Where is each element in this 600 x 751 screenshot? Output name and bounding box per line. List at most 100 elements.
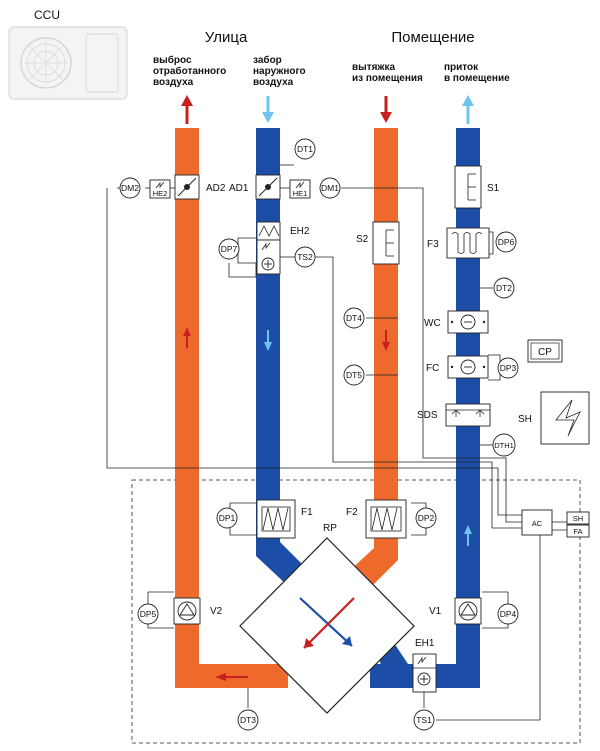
heater-HE2: HE2 [149, 179, 171, 199]
svg-text:CP: CP [538, 347, 552, 358]
sensor-DT4: DT4 [343, 307, 365, 329]
caption-extract: вытяжка из помещения [352, 62, 423, 84]
label-WC: WC [424, 318, 441, 329]
svg-text:DP1: DP1 [219, 513, 236, 523]
svg-text:DP5: DP5 [140, 609, 157, 619]
svg-text:DP7: DP7 [221, 244, 238, 254]
svg-text:TS2: TS2 [297, 252, 313, 262]
heater-HE1: HE1 [289, 179, 311, 199]
arrow-fresh-duct-down [264, 330, 272, 351]
arrow-exhaust-up [181, 95, 193, 124]
heat-recuperator [239, 537, 415, 714]
svg-text:DP2: DP2 [418, 513, 435, 523]
water-coil-WC [447, 310, 489, 334]
sensor-DP6: DP6 [495, 231, 517, 253]
svg-text:DT5: DT5 [346, 370, 362, 380]
caption-supply: приток в помещение [444, 62, 510, 84]
svg-text:в помещение: в помещение [444, 73, 510, 84]
arrow-fresh-down [262, 96, 274, 123]
svg-text:DT4: DT4 [346, 313, 362, 323]
label-EH2: EH2 [290, 226, 310, 237]
label-F3: F3 [427, 239, 439, 250]
svg-text:DT2: DT2 [496, 283, 512, 293]
arrow-supply-up [462, 95, 474, 124]
fan-V1 [454, 597, 482, 625]
label-S2: S2 [356, 234, 369, 245]
label-SH: SH [518, 414, 532, 425]
label-V1: V1 [429, 606, 442, 617]
svg-text:DM2: DM2 [121, 183, 139, 193]
svg-text:DP6: DP6 [498, 237, 515, 247]
control-panel-CP: CP [527, 339, 563, 363]
sensor-DT3: DT3 [237, 709, 259, 731]
svg-text:HE1: HE1 [293, 189, 308, 198]
sensor-DT1: DT1 [294, 138, 316, 160]
label-SDS: SDS [417, 410, 438, 421]
outside-header: Улица [205, 29, 248, 46]
svg-text:воздуха: воздуха [153, 77, 194, 88]
controller-AC: AC [521, 509, 553, 536]
silencer-S1 [454, 165, 482, 209]
damper-AD1 [255, 174, 281, 200]
arrow-exhaust-bottom-left [215, 673, 248, 681]
sensor-DP5: DP5 [137, 603, 159, 625]
control-wiring [106, 164, 568, 721]
svg-text:наружного: наружного [253, 66, 306, 77]
filter-F1 [256, 499, 296, 539]
outdoor-unit: CCU [8, 8, 128, 100]
controller-output-SH: SH [566, 511, 590, 525]
svg-text:DM1: DM1 [321, 183, 339, 193]
label-EH1: EH1 [415, 638, 435, 649]
arrow-extract-down [380, 96, 392, 123]
sensor-TS1: TS1 [413, 709, 435, 731]
ccu-label: CCU [34, 8, 60, 22]
coil-F3 [446, 227, 490, 259]
arrow-exhaust-duct-up [183, 327, 191, 348]
svg-text:воздуха: воздуха [253, 77, 294, 88]
svg-text:DT1: DT1 [297, 144, 313, 154]
freon-coil-FC [447, 355, 489, 379]
unit-boundary [131, 479, 581, 744]
damper-AD2 [174, 174, 200, 200]
sensor-TS2: TS2 [294, 246, 316, 268]
arrow-extract-duct-down [382, 330, 390, 351]
controller-output-FA: FA [566, 524, 590, 538]
label-V2: V2 [210, 606, 223, 617]
sensor-DP2: DP2 [415, 507, 437, 529]
label-FC: FC [426, 363, 439, 374]
label-AD1: AD1 [229, 183, 249, 194]
electric-heater-EH2 [256, 221, 281, 275]
arrow-supply-duct-up [464, 525, 472, 546]
sensor-DM2: DM2 [119, 177, 141, 199]
sensor-DP1: DP1 [216, 507, 238, 529]
sensor-DM1: DM1 [319, 177, 341, 199]
sensor-DTH1: DTH1 [492, 433, 516, 457]
svg-text:DT3: DT3 [240, 715, 256, 725]
svg-text:вытяжка: вытяжка [352, 62, 396, 73]
svg-text:DP4: DP4 [500, 609, 517, 619]
svg-text:SH: SH [573, 514, 583, 523]
humidifier-SH [540, 391, 590, 445]
svg-text:отработанного: отработанного [153, 65, 226, 77]
svg-text:из помещения: из помещения [352, 73, 423, 84]
svg-text:приток: приток [444, 62, 479, 73]
svg-text:DP3: DP3 [500, 363, 517, 373]
label-F1: F1 [301, 507, 313, 518]
sensor-DT5: DT5 [343, 364, 365, 386]
filter-F2 [365, 499, 407, 539]
room-header: Помещение [391, 29, 474, 46]
label-S1: S1 [487, 183, 500, 194]
label-AD2: AD2 [206, 183, 226, 194]
svg-text:DTH1: DTH1 [494, 441, 514, 450]
caption-fresh-in: забор наружного воздуха [253, 54, 306, 88]
label-RP: RP [323, 523, 337, 534]
silencer-S2 [372, 221, 400, 265]
electric-heater-EH1 [412, 653, 437, 693]
caption-exhaust-out: выброс отработанного воздуха [153, 54, 226, 88]
svg-text:TS1: TS1 [416, 715, 432, 725]
sensor-DP3: DP3 [497, 357, 519, 379]
svg-text:AC: AC [532, 519, 543, 528]
svg-text:забор: забор [253, 54, 282, 66]
svg-text:HE2: HE2 [153, 189, 168, 198]
distributor-SDS [445, 403, 491, 427]
